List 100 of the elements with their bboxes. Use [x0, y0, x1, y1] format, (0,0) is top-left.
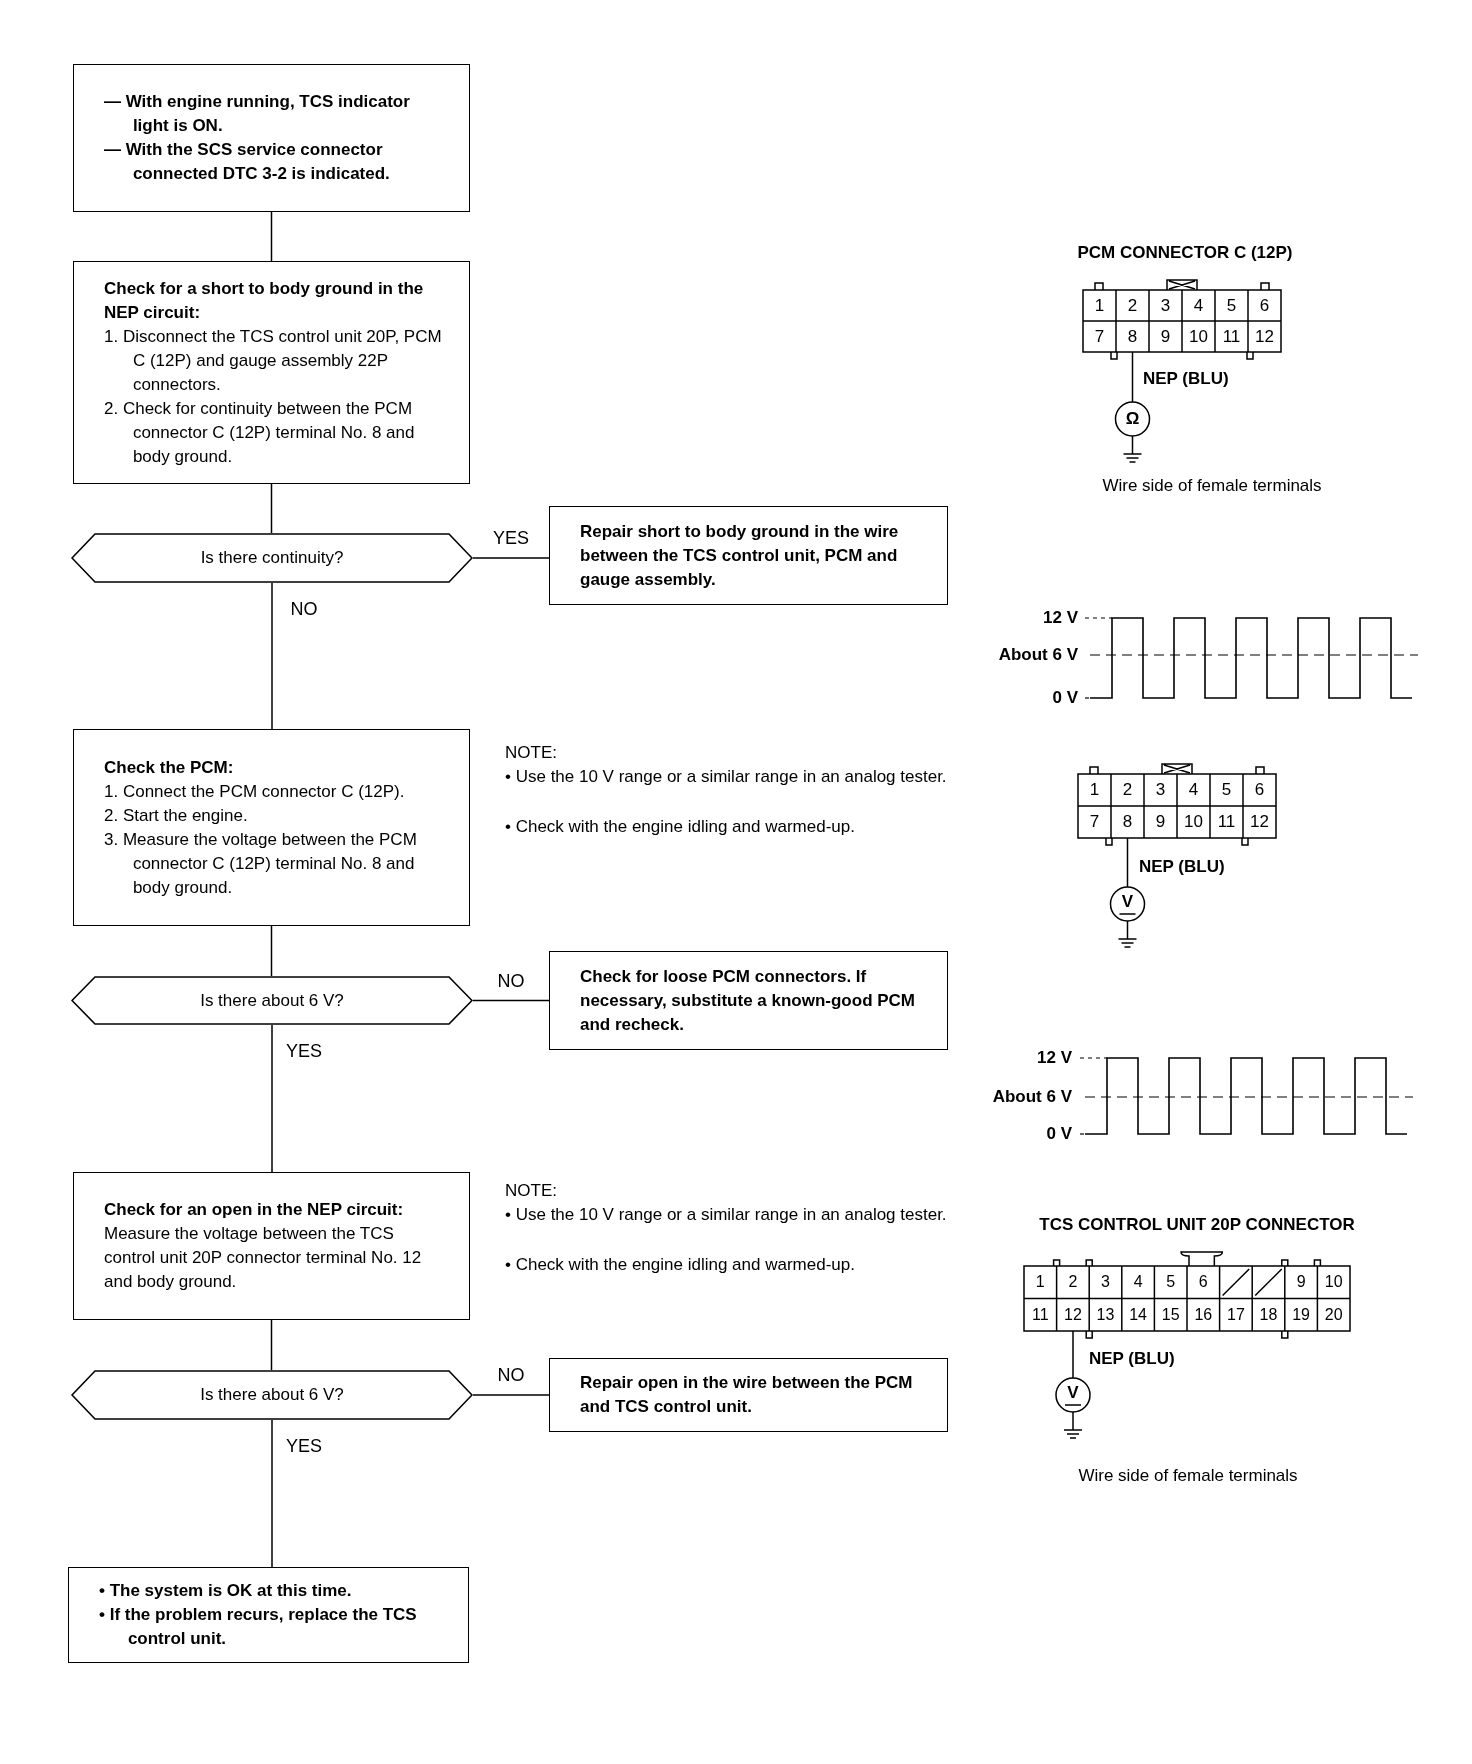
- connector-line: [270, 211, 273, 262]
- connector-line: [270, 1319, 273, 1371]
- note-heading: NOTE:: [505, 1180, 557, 1202]
- process-box: [73, 729, 470, 926]
- voltage-level-label: 12 V: [1043, 607, 1078, 629]
- connector-line: [472, 999, 550, 1002]
- pin-number: 5: [1225, 294, 1238, 317]
- step-text: 3. Measure the voltage between the PCM connector C (12P) terminal No. 8 and body ground.: [104, 828, 418, 899]
- step-text: Check for loose PCM connectors. If necessary, substitute a known-good PCM and recheck.: [580, 965, 917, 1036]
- note-text: • Use the 10 V range or a similar range in an analog tester.: [505, 1204, 948, 1226]
- pin-number: 4: [1132, 1272, 1144, 1293]
- pin-number: 5: [1220, 779, 1233, 801]
- voltage-level-label: 12 V: [1037, 1047, 1072, 1069]
- step-text: • The system is OK at this time.: [99, 1580, 353, 1602]
- decision-hexagon: [71, 976, 473, 1025]
- connector-title: PCM CONNECTOR C (12P): [1077, 242, 1293, 264]
- question-text: Is there continuity?: [200, 547, 344, 569]
- connector-line: [271, 582, 273, 730]
- step-text: 2. Check for continuity between the PCM connector C (12P) terminal No. 8 and body ground.: [104, 397, 416, 468]
- note-heading: NOTE:: [505, 742, 557, 764]
- pin-number: 12: [1063, 1304, 1083, 1325]
- pin-number: 11: [1221, 325, 1242, 348]
- pin-number: 8: [1126, 325, 1139, 348]
- pin-number: 10: [1188, 325, 1209, 348]
- pin-number: 11: [1216, 811, 1237, 833]
- pin-number: 12: [1249, 811, 1270, 833]
- start-box: [73, 64, 470, 212]
- question-text: Is there about 6 V?: [200, 989, 344, 1012]
- pin-number: 6: [1258, 294, 1271, 317]
- voltage-level-label: About 6 V: [998, 644, 1078, 666]
- pin-number: 6: [1253, 779, 1266, 801]
- pin-number: 9: [1159, 325, 1172, 348]
- step-text: 2. Start the engine.: [104, 804, 249, 827]
- decision-hexagon: [71, 1370, 473, 1420]
- pin-number: 3: [1154, 779, 1167, 801]
- result-box: [549, 951, 948, 1050]
- result-box: [549, 506, 948, 605]
- voltage-level-label: 0 V: [1046, 1123, 1072, 1145]
- step-text: • If the problem recurs, replace the TCS control unit.: [99, 1604, 418, 1650]
- pin-number: 18: [1258, 1304, 1279, 1325]
- wire-color-label: NEP (BLU): [1143, 368, 1229, 390]
- pin-number: 4: [1192, 294, 1205, 317]
- end-box: [68, 1567, 469, 1663]
- pin-number: 9: [1295, 1272, 1307, 1293]
- wire-color-label: NEP (BLU): [1139, 856, 1225, 878]
- pin-number: 10: [1183, 811, 1204, 833]
- wire-color-label: NEP (BLU): [1089, 1348, 1175, 1370]
- pin-number: 17: [1226, 1304, 1246, 1325]
- pin-number: 14: [1128, 1304, 1148, 1325]
- connector-line: [271, 1419, 273, 1568]
- step-heading: Check for a short to body ground in the NEP circuit:: [104, 277, 425, 324]
- process-box: [73, 261, 470, 484]
- note-text: • Check with the engine idling and warmed-up.: [505, 816, 856, 838]
- step-text: Repair short to body ground in the wire between the TCS control unit, PCM and gauge assembly.: [580, 520, 900, 591]
- pin-number: 3: [1100, 1272, 1111, 1293]
- voltage-level-label: About 6 V: [992, 1086, 1072, 1108]
- connector-line: [270, 483, 273, 534]
- connector-line: [271, 1024, 273, 1173]
- pin-number: 1: [1093, 294, 1106, 317]
- view-caption: Wire side of female terminals: [1078, 1465, 1298, 1487]
- pin-number: 8: [1121, 811, 1134, 833]
- voltage-level-label: 0 V: [1052, 687, 1078, 709]
- pin-number: 16: [1193, 1304, 1214, 1325]
- pin-number: 12: [1254, 325, 1275, 348]
- pin-number: 13: [1095, 1304, 1116, 1325]
- pin-number: 10: [1323, 1272, 1344, 1293]
- step-text: — With engine running, TCS indicator light is ON.: [104, 91, 411, 137]
- pin-number: 1: [1034, 1272, 1046, 1293]
- pin-number: 2: [1067, 1272, 1079, 1293]
- step-heading: Check for an open in the NEP circuit:: [104, 1199, 405, 1221]
- step-text: 1. Connect the PCM connector C (12P).: [104, 780, 406, 803]
- meter-symbol-label: Ω: [1125, 408, 1140, 430]
- pin-number: 1: [1088, 779, 1101, 801]
- question-text: Is there about 6 V?: [200, 1384, 344, 1406]
- step-text: — With the SCS service connector connected DTC 3-2 is indicated.: [104, 139, 391, 185]
- pin-number: 7: [1093, 325, 1106, 348]
- pin-number: 5: [1165, 1272, 1177, 1293]
- meter-symbol-label: V: [1067, 1382, 1079, 1404]
- pin-number: 2: [1126, 294, 1139, 317]
- pin-number: 9: [1154, 811, 1167, 833]
- connector-line: [472, 1394, 550, 1396]
- connector-line: [270, 925, 273, 977]
- step-heading: Check the PCM:: [104, 756, 235, 779]
- meter-symbol-label: V: [1121, 891, 1134, 913]
- note-text: • Use the 10 V range or a similar range in an analog tester.: [505, 766, 948, 788]
- pin-number: 6: [1197, 1272, 1209, 1293]
- pin-number: 2: [1121, 779, 1134, 801]
- step-text: 1. Disconnect the TCS control unit 20P, PCM C (12P) and gauge assembly 22P connectors.: [104, 325, 443, 396]
- pin-number: 20: [1323, 1304, 1344, 1325]
- result-box: [549, 1358, 948, 1432]
- pin-number: 7: [1088, 811, 1101, 833]
- decision-hexagon: [71, 533, 473, 583]
- note-text: • Check with the engine idling and warmed-up.: [505, 1254, 856, 1276]
- pin-number: 19: [1291, 1304, 1311, 1325]
- step-text: Measure the voltage between the TCS control unit 20P connector terminal No. 12 and body ground.: [104, 1223, 423, 1293]
- pin-number: 3: [1159, 294, 1172, 317]
- step-text: Repair open in the wire between the PCM and TCS control unit.: [580, 1372, 914, 1418]
- view-caption: Wire side of female terminals: [1102, 475, 1322, 497]
- connector-title: TCS CONTROL UNIT 20P CONNECTOR: [1039, 1214, 1355, 1236]
- process-box: [73, 1172, 470, 1320]
